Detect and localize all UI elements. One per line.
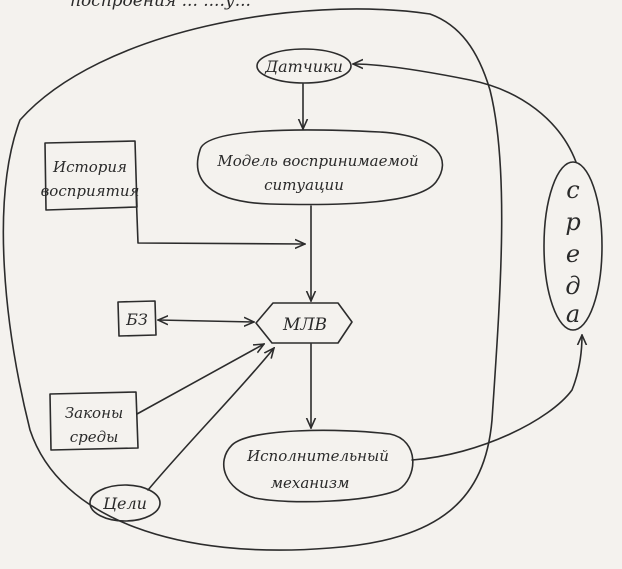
executor-node (223, 429, 414, 503)
environment-letter-1: с (566, 176, 579, 204)
sensors-node (256, 48, 352, 84)
goals-node (89, 484, 161, 522)
environment-letter-3: е (566, 240, 580, 268)
perception-history-label-1: История (52, 158, 127, 176)
executor-label-1: Исполнительный (246, 447, 389, 465)
environment-letter-2: р (565, 208, 580, 236)
arrow-laws-to-mlv (136, 344, 264, 415)
header-fragment: поспроения ... ....у... (70, 0, 251, 11)
env-laws-node (49, 391, 139, 451)
goals-label: Цели (102, 494, 147, 513)
arrow-executor-to-environment (411, 335, 582, 461)
kb-node (117, 300, 157, 337)
sensors-label: Датчики (264, 57, 343, 76)
arrow-goals-to-mlv (147, 348, 274, 491)
environment-letter-4: д (565, 272, 580, 300)
situation-model-label-2: ситуации (264, 176, 344, 194)
env-laws-label-2: среды (70, 428, 119, 446)
environment-letter-5: а (566, 300, 580, 328)
kb-label: БЗ (125, 310, 148, 329)
situation-model-node (196, 129, 444, 206)
perception-history-label-2: восприятия (41, 182, 140, 200)
arrow-kb-mlv (158, 320, 254, 322)
environment-node (543, 161, 603, 331)
executor-label-2: механизм (271, 474, 350, 492)
arrow-history-to-mlv (135, 189, 305, 244)
env-laws-label-1: Законы (65, 404, 123, 422)
mlv-node (255, 302, 353, 344)
mlv-label: МЛВ (282, 315, 327, 335)
arrow-environment-to-sensors (353, 64, 577, 163)
outer-loop-line (2, 8, 503, 551)
situation-model-label-1: Модель воспринимаемой (216, 152, 418, 170)
